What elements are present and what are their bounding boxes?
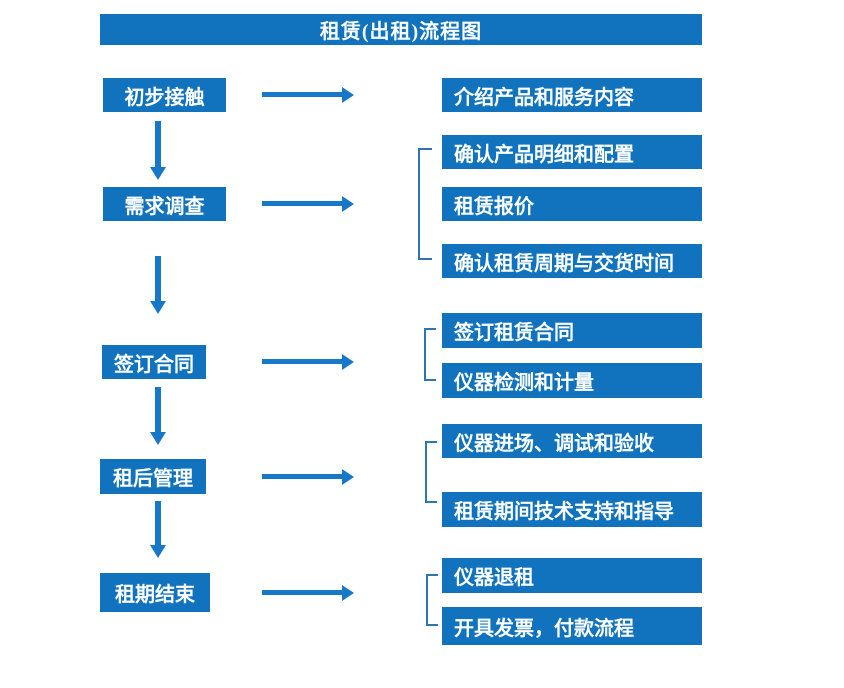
substep-rental-quote: 租赁报价	[442, 187, 702, 221]
substep-invoice-payment: 开具发票，付款流程	[442, 607, 702, 645]
down-arrow-head	[149, 167, 166, 180]
step-demand-survey: 需求调查	[103, 187, 226, 221]
right-arrow-shaft	[262, 590, 342, 595]
down-arrow-shaft	[154, 121, 161, 167]
substep-confirm-details-config: 确认产品明细和配置	[442, 135, 702, 169]
down-arrow-icon	[149, 121, 166, 180]
down-arrow-icon	[149, 387, 166, 445]
substep-introduce-products: 介绍产品和服务内容	[442, 78, 702, 112]
down-arrow-icon	[149, 501, 166, 558]
down-arrow-icon	[149, 256, 166, 314]
right-arrow-shaft	[262, 92, 342, 97]
substep-technical-support: 租赁期间技术支持和指导	[442, 492, 702, 527]
group-bracket-post-rental	[425, 441, 437, 503]
right-arrow-icon	[262, 354, 354, 370]
group-bracket-sign-contract	[424, 328, 436, 381]
right-arrow-shaft	[262, 474, 342, 479]
right-arrow-head	[342, 196, 354, 212]
right-arrow-icon	[262, 87, 354, 103]
right-arrow-head	[342, 354, 354, 370]
substep-confirm-period-delivery: 确认租赁周期与交货时间	[442, 244, 702, 278]
down-arrow-head	[149, 432, 166, 445]
substep-instrument-return: 仪器退租	[442, 558, 702, 593]
down-arrow-head	[149, 301, 166, 314]
down-arrow-shaft	[154, 501, 161, 545]
right-arrow-head	[342, 585, 354, 601]
right-arrow-icon	[262, 196, 354, 212]
down-arrow-shaft	[154, 256, 161, 301]
substep-instrument-setup-acceptance: 仪器进场、调试和验收	[442, 424, 702, 458]
right-arrow-head	[342, 87, 354, 103]
step-initial-contact: 初步接触	[103, 78, 226, 112]
right-arrow-icon	[262, 469, 354, 485]
flowchart-title-bar: 租赁(出租)流程图	[100, 14, 702, 45]
right-arrow-shaft	[262, 359, 342, 364]
group-bracket-lease-end	[426, 574, 438, 626]
step-post-rental-management: 租后管理	[100, 459, 206, 494]
group-bracket-demand-survey	[418, 148, 432, 260]
flowchart-title: 租赁(出租)流程图	[319, 21, 483, 43]
right-arrow-head	[342, 469, 354, 485]
step-sign-contract: 签订合同	[102, 345, 206, 379]
right-arrow-shaft	[262, 201, 342, 206]
down-arrow-shaft	[154, 387, 161, 432]
right-arrow-icon	[262, 585, 354, 601]
step-lease-end: 租期结束	[100, 573, 210, 612]
substep-instrument-testing: 仪器检测和计量	[442, 363, 702, 398]
down-arrow-head	[149, 545, 166, 558]
substep-sign-rental-contract: 签订租赁合同	[442, 313, 702, 348]
